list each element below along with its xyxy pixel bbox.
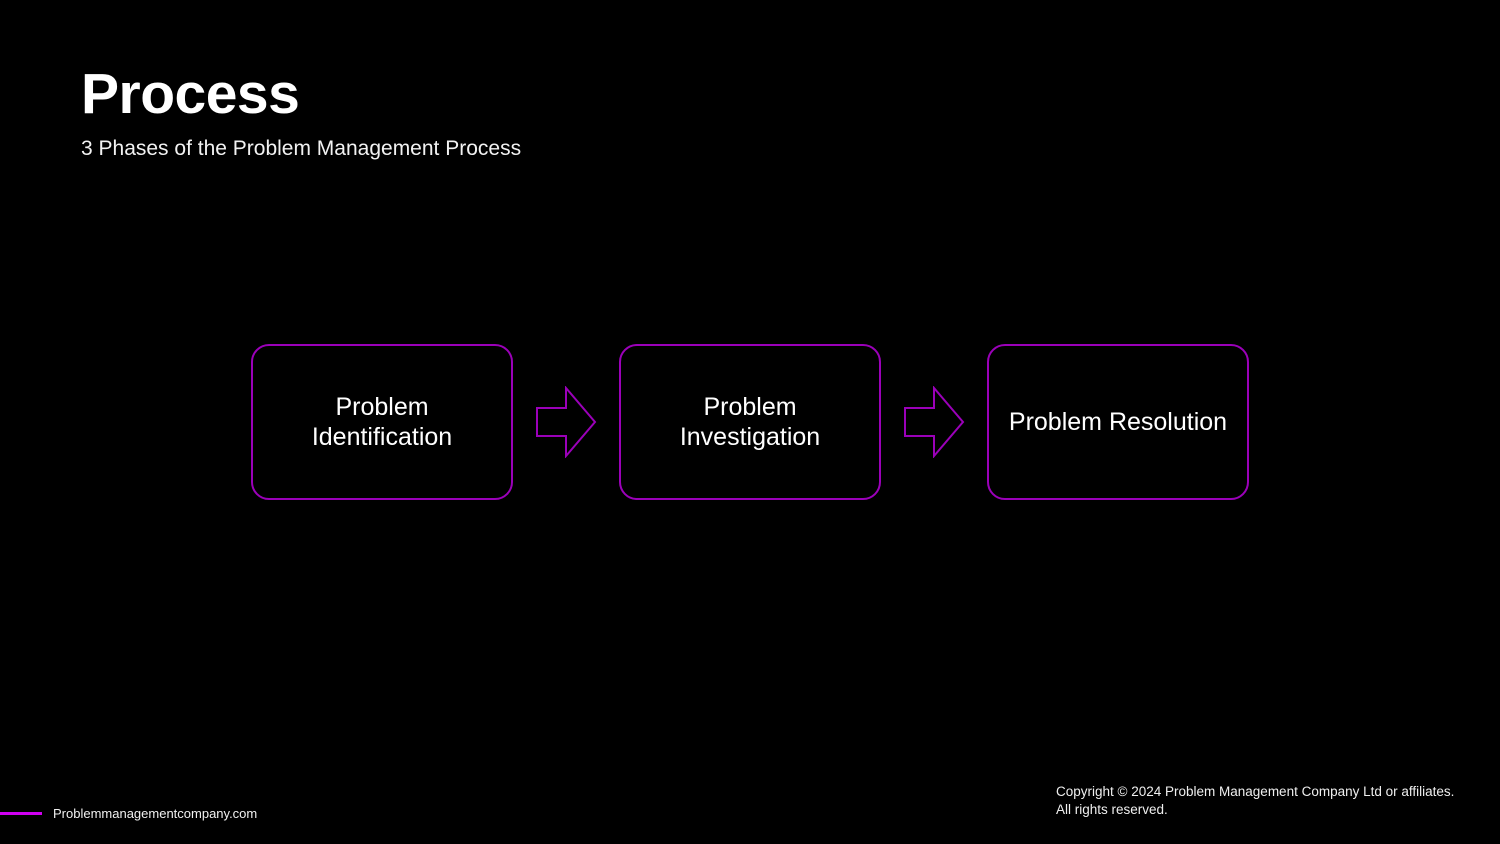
accent-rule — [0, 811, 42, 815]
right-arrow-icon — [536, 386, 597, 458]
footer-copyright: Copyright © 2024 Problem Management Comp… — [1056, 783, 1476, 819]
page-subtitle: 3 Phases of the Problem Management Proce… — [81, 137, 522, 160]
footer-website-group: Problemmanagementcompany.com — [0, 803, 257, 823]
footer-website-link[interactable]: Problemmanagementcompany.com — [53, 805, 258, 821]
flow-connector-1 — [513, 344, 619, 500]
copyright-line-2: All rights reserved. — [1056, 802, 1168, 818]
phase-box-problem-identification[interactable]: Problem Identification — [251, 344, 513, 500]
page-title: Process — [81, 62, 300, 126]
slide-header: Process 3 Phases of the Problem Manageme… — [81, 66, 981, 161]
flow-connector-2 — [881, 344, 987, 500]
phase-label: Problem Identification — [311, 392, 453, 452]
phase-label: Problem Resolution — [1008, 407, 1228, 436]
copyright-line-1: Copyright © 2024 Problem Management Comp… — [1056, 784, 1455, 799]
process-flow-diagram: Problem Identification Problem Investiga… — [251, 343, 1251, 501]
phase-box-problem-resolution[interactable]: Problem Resolution — [987, 344, 1249, 500]
phase-box-problem-investigation[interactable]: Problem Investigation — [619, 344, 881, 500]
right-arrow-icon — [904, 386, 965, 458]
phase-label: Problem Investigation — [679, 392, 821, 452]
